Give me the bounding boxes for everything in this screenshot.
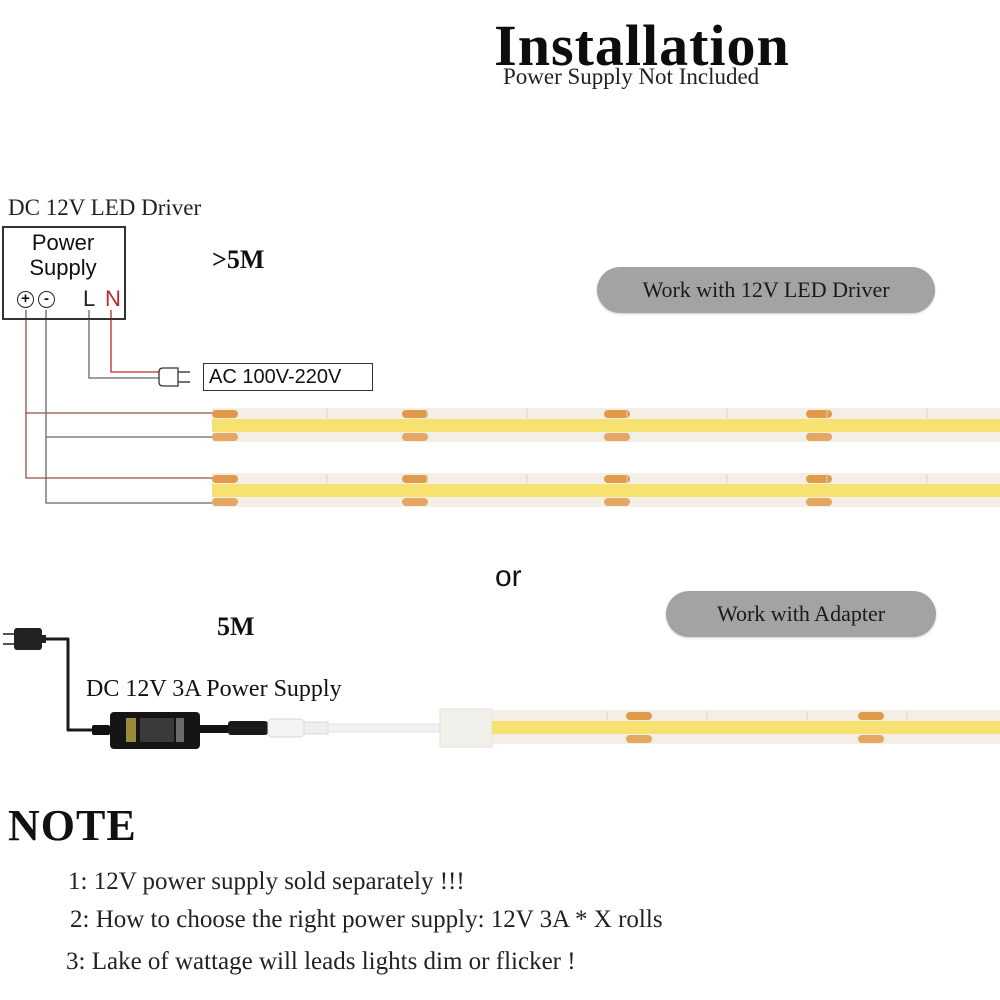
adapter-badge: Work with Adapter [666,591,936,637]
negative-wire-strip-1 [45,310,213,438]
strip-led-line [212,484,1000,497]
led-driver-badge: Work with 12V LED Driver [597,267,935,313]
solder-pad [806,498,832,506]
solder-pad [402,410,428,418]
solder-pad [212,410,238,418]
length-label-5m: 5M [217,612,255,641]
note-item: 1: 12V power supply sold separately !!! [68,868,465,895]
live-terminal-label: L [83,286,96,311]
solder-pad [626,712,652,720]
adapter-label: DC 12V 3A Power Supply [86,676,342,702]
solder-pad [858,735,884,743]
strip-led-line [492,721,1000,734]
page-title: Installation [494,13,790,78]
solder-pad [626,735,652,743]
ac-cord [46,637,92,732]
led-strip [492,710,1000,744]
solder-pad [212,498,238,506]
length-label-over-5m: >5M [212,245,265,274]
led-driver-label: DC 12V LED Driver [8,195,202,220]
led-strip [212,408,1000,442]
power-supply-title-line-2: Supply [29,255,97,280]
solder-pad [604,498,630,506]
led-strips [212,408,1000,748]
adapter-brick-icon [92,712,268,749]
solder-pad [604,475,630,483]
or-divider: or [495,560,522,593]
ac-wires [88,310,163,379]
negative-terminal-icon: - [38,291,55,308]
solder-pad [604,433,630,441]
solder-pad [402,498,428,506]
positive-terminal-icon: + [17,291,34,308]
solder-pad [806,475,832,483]
positive-wire-strip-1 [25,310,213,414]
power-supply-title-line-1: Power [31,230,95,255]
solder-pad [604,410,630,418]
solder-pad [212,433,238,441]
negative-wire-strip-2 [45,437,213,504]
neutral-wire [110,310,163,373]
solder-pad [806,410,832,418]
ac-plug-icon [158,367,190,387]
strip-end-cap [439,708,493,748]
positive-wire-strip-2 [25,413,213,479]
power-supply-title: Power Supply [0,230,126,280]
dc-wires [25,310,213,504]
neutral-terminal-label: N [105,286,121,311]
solder-pad [806,433,832,441]
note-item: 3: Lake of wattage will leads lights dim… [66,948,576,975]
solder-pad [212,475,238,483]
note-heading: NOTE [8,801,137,850]
strip-led-line [212,419,1000,432]
solder-pad [858,712,884,720]
ac-input-label: AC 100V-220V [203,363,373,391]
page-subtitle: Power Supply Not Included [503,64,760,89]
note-item: 2: How to choose the right power supply:… [70,906,663,933]
solder-pad [402,475,428,483]
solder-pad [402,433,428,441]
live-wire [88,310,163,379]
led-strip [212,473,1000,507]
power-supply-box [2,226,126,320]
eu-plug-icon [3,628,46,650]
